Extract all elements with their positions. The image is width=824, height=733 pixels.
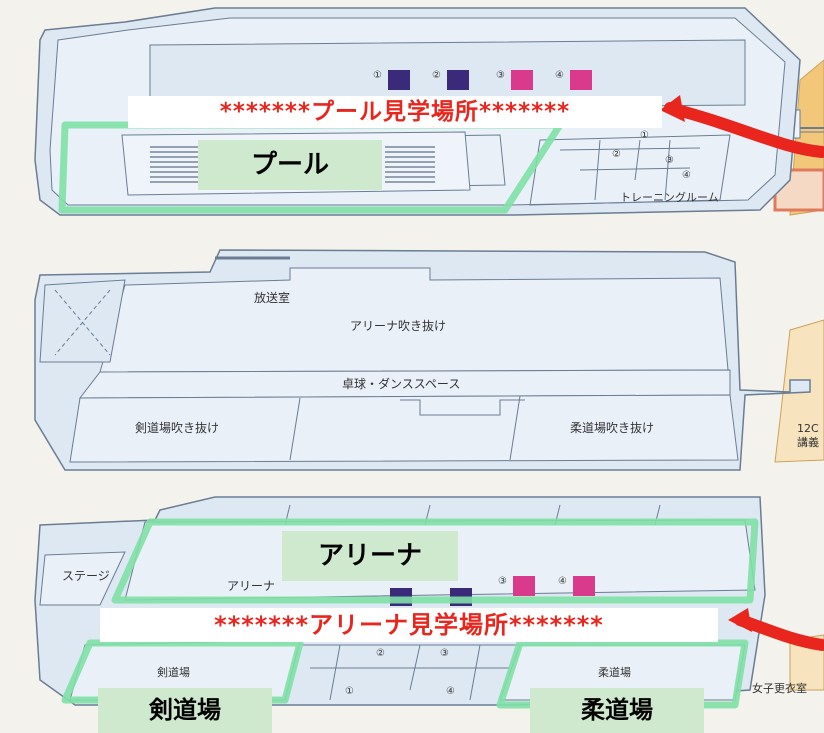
side-room-partial-2: 講義 xyxy=(797,435,819,449)
side-room-partial-1: 12C xyxy=(797,422,819,435)
judo-void-label: 柔道場吹き抜け xyxy=(570,421,654,435)
arena-void-label: アリーナ吹き抜け xyxy=(350,319,446,333)
room-number-3: ③ xyxy=(665,155,674,166)
room-number-4: ④ xyxy=(682,170,691,181)
restroom-number-3: ③ xyxy=(496,70,505,81)
womens-locker-label: 女子更衣室 xyxy=(752,681,807,695)
pool-lanes xyxy=(150,146,435,183)
womens-restroom-icon xyxy=(513,576,535,596)
restroom-number-1: ① xyxy=(373,70,382,81)
restroom-number-3-f1: ③ xyxy=(498,576,507,587)
floor-2: 放送室 アリーナ吹き抜け 卓球・ダンススペース 剣道場吹き抜け 柔道場吹き抜け … xyxy=(34,249,819,471)
judo-hall-tag: 柔道場 xyxy=(530,688,704,733)
room-number-1: ① xyxy=(640,130,649,141)
restroom-number-4-f1: ④ xyxy=(558,576,567,587)
kendo-void-label: 剣道場吹き抜け xyxy=(135,421,219,435)
arena-highlight xyxy=(111,518,759,604)
arrow-to-pool-viewing xyxy=(664,102,824,158)
arrow-head-arena xyxy=(728,608,752,632)
arrow-head-pool xyxy=(660,95,685,122)
arena-small-label: アリーナ xyxy=(227,579,275,593)
room-number-2-f1: ② xyxy=(376,648,385,659)
kendo-hall-highlight xyxy=(61,639,304,704)
kendo-hall-small-label: 剣道場 xyxy=(157,665,190,679)
room-number-3-f1: ③ xyxy=(440,648,449,659)
arena-tag: アリーナ xyxy=(282,531,458,581)
room-number-2: ② xyxy=(612,149,621,160)
womens-restroom-icon xyxy=(511,70,533,90)
small-rooms xyxy=(529,134,731,206)
room-number-4-f1: ④ xyxy=(446,686,455,697)
shower-icon xyxy=(573,576,595,596)
stage-label: ステージ xyxy=(62,569,110,583)
judo-hall-small-label: 柔道場 xyxy=(598,665,631,679)
restroom-icons-floor-3: ① ② ③ ④ xyxy=(373,70,592,90)
shower-icon xyxy=(570,70,592,90)
judo-hall-highlight xyxy=(496,639,749,709)
arena-viewing-banner: *******アリーナ見学場所******* xyxy=(100,608,718,642)
broadcast-room-label: 放送室 xyxy=(254,290,290,305)
restroom-number-4: ④ xyxy=(555,70,564,81)
table-tennis-dance-label: 卓球・ダンススペース xyxy=(342,376,460,391)
mens-restroom-icon xyxy=(447,70,469,90)
kendo-hall-tag: 剣道場 xyxy=(98,688,272,733)
restroom-number-2: ② xyxy=(432,70,441,81)
pool-viewing-banner: *******プール見学場所******* xyxy=(128,96,662,128)
accessible-restroom-icon xyxy=(388,70,410,90)
pool-tag: プール xyxy=(198,140,382,190)
training-room-label: トレーニングルーム xyxy=(620,190,719,204)
room-number-1-f1: ① xyxy=(345,686,354,697)
floor-1: ステージ アリーナ 剣道場 柔道場 女子更衣室 ② ③ ① ④ ③ ④ xyxy=(34,496,807,709)
